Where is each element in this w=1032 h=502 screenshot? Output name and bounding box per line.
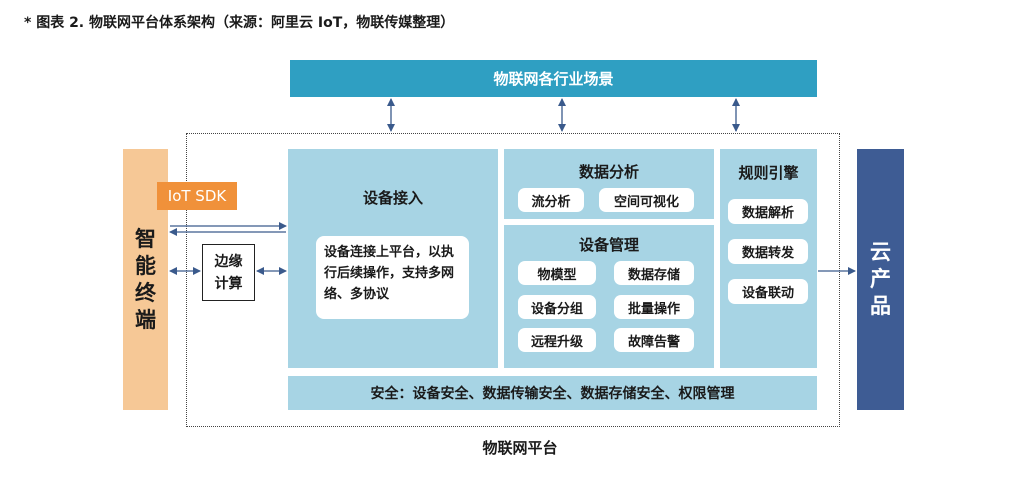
- analysis-item: 空间可视化: [599, 188, 694, 212]
- management-item: 物模型: [518, 261, 596, 285]
- iot-platform-label: 物联网平台: [482, 439, 558, 457]
- security-bar: 安全：设备安全、数据传输安全、数据存储安全、权限管理: [288, 376, 817, 410]
- management-item: 故障告警: [614, 328, 694, 352]
- data-analysis-title: 数据分析: [578, 163, 639, 181]
- management-item: 批量操作: [614, 295, 694, 319]
- device-access-description: 设备连接上平台，以执行后续操作，支持多网络、多协议: [316, 236, 469, 319]
- device-management-title: 设备管理: [578, 236, 639, 254]
- rule-item: 数据解析: [728, 199, 808, 224]
- device-access-title: 设备接入: [362, 189, 423, 207]
- rule-item: 设备联动: [728, 279, 808, 304]
- edge-computing-box: 边缘计算: [202, 244, 255, 301]
- analysis-item: 流分析: [518, 188, 584, 212]
- smart-terminal-label: 智能终端: [135, 226, 156, 332]
- iot-sdk-badge: IoT SDK: [157, 182, 237, 210]
- cloud-products-box: 云产品: [857, 149, 904, 410]
- rule-item: 数据转发: [728, 239, 808, 264]
- iot-platform-boundary: [186, 133, 840, 427]
- figure-caption: * 图表 2. 物联网平台体系架构（来源：阿里云 IoT，物联传媒整理）: [24, 15, 455, 31]
- management-item: 数据存储: [614, 261, 694, 285]
- industry-scenarios-box: 物联网各行业场景: [290, 60, 817, 97]
- management-item: 远程升级: [518, 328, 596, 352]
- cloud-products-label: 云产品: [870, 240, 891, 318]
- management-item: 设备分组: [518, 295, 596, 319]
- rule-engine-title: 规则引擎: [738, 164, 799, 182]
